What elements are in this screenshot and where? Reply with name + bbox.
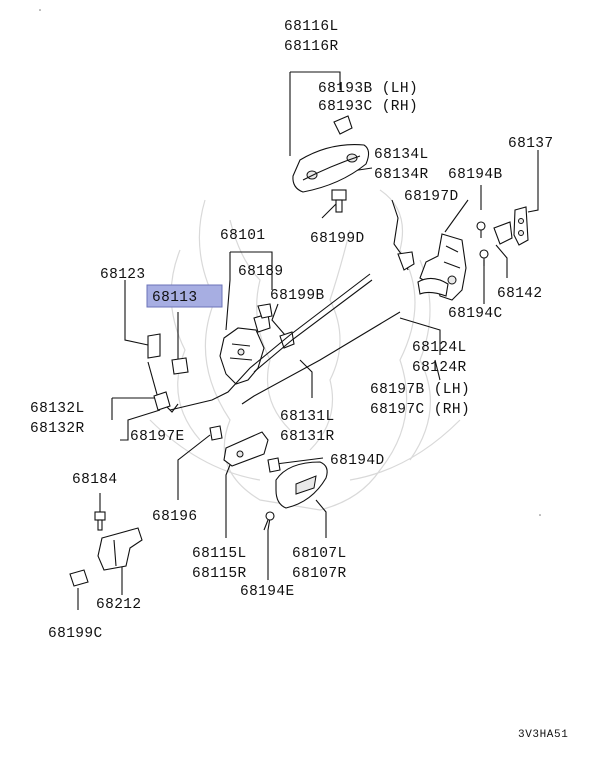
inside-handle-bracket xyxy=(223,431,269,467)
label-68132r: 68132R xyxy=(30,421,85,437)
label-68196: 68196 xyxy=(152,509,198,525)
outside-handle xyxy=(292,144,370,193)
label-68199d: 68199D xyxy=(310,231,365,247)
label-68123: 68123 xyxy=(100,267,146,283)
label-68199c: 68199C xyxy=(48,626,103,642)
label-68194e: 68194E xyxy=(240,584,295,600)
handle-clip xyxy=(333,115,353,135)
rod-68197d xyxy=(391,199,415,271)
label-68194b: 68194B xyxy=(448,167,503,183)
bolt-68199c xyxy=(69,569,89,587)
label-68193b: 68193B (LH) xyxy=(318,81,418,97)
inside-handle xyxy=(275,461,328,509)
label-68115l: 68115L xyxy=(192,546,247,562)
bolt-68184 xyxy=(94,511,106,531)
label-68113: 68113 xyxy=(152,290,198,306)
watermark-emblem xyxy=(149,189,461,511)
door-hinge xyxy=(97,527,143,571)
label-68189: 68189 xyxy=(238,264,284,280)
label-68107l: 68107L xyxy=(292,546,347,562)
screw-68194e xyxy=(263,511,275,531)
label-68132l: 68132L xyxy=(30,401,85,417)
label-68134r: 68134R xyxy=(374,167,429,183)
label-68116r: 68116R xyxy=(284,39,339,55)
label-68194c: 68194C xyxy=(448,306,503,322)
speck xyxy=(39,9,41,11)
retainer-68196 xyxy=(209,425,223,441)
label-68197e: 68197E xyxy=(130,429,185,445)
highlight-box xyxy=(146,284,223,308)
label-68124r: 68124R xyxy=(412,360,467,376)
door-latch xyxy=(219,313,271,385)
label-68115r: 68115R xyxy=(192,566,247,582)
part-labels: 68116L 68116R 68193B (LH) 68193C (RH) 68… xyxy=(30,19,568,741)
label-68137: 68137 xyxy=(508,136,554,152)
leader-lines xyxy=(77,71,539,610)
label-68131r: 68131R xyxy=(280,429,335,445)
label-68131l: 68131L xyxy=(280,409,335,425)
label-68116l: 68116L xyxy=(284,19,339,35)
spacer-68123 xyxy=(147,333,161,359)
label-68197b: 68197B (LH) xyxy=(370,382,470,398)
control-rods xyxy=(147,273,401,413)
inside-lock-mechanism xyxy=(417,233,467,301)
diagram-code: 3V3HA51 xyxy=(518,729,568,741)
bolt-68199b xyxy=(279,331,295,349)
label-68193c: 68193C (RH) xyxy=(318,99,418,115)
label-68194d: 68194D xyxy=(330,453,385,469)
label-68184: 68184 xyxy=(72,472,118,488)
screw-68194d xyxy=(267,457,281,473)
label-68199b: 68199B xyxy=(270,288,325,304)
label-68142: 68142 xyxy=(497,286,543,302)
label-68134l: 68134L xyxy=(374,147,429,163)
striker-bracket xyxy=(493,206,529,246)
label-68107r: 68107R xyxy=(292,566,347,582)
speck xyxy=(539,514,541,516)
label-68197c: 68197C (RH) xyxy=(370,402,470,418)
label-68197d: 68197D xyxy=(404,189,459,205)
screws-68194 xyxy=(476,221,489,266)
label-68212: 68212 xyxy=(96,597,142,613)
part-68113 xyxy=(171,357,189,375)
bolt-68199d xyxy=(331,189,347,213)
label-68124l: 68124L xyxy=(412,340,467,356)
label-68101: 68101 xyxy=(220,228,266,244)
clip-68189 xyxy=(257,303,273,319)
